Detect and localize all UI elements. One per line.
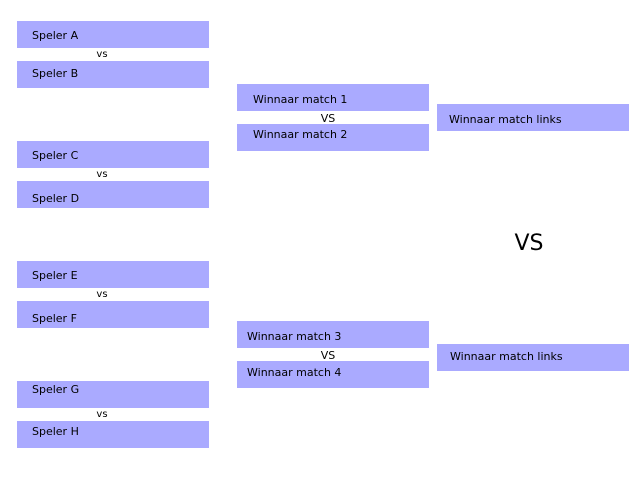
slot-winnaar-match-3: Winnaar match 3 [237,321,429,348]
slot-label: Winnaar match 3 [247,330,342,343]
vs-label-final: VS [514,231,544,256]
slot-label: Speler B [32,67,79,80]
slot-winnaar-match-2: Winnaar match 2 [237,124,429,151]
slot-final-top: Winnaar match links [437,104,629,131]
slot-label: Winnaar match 1 [253,93,348,106]
slot-speler-a: Speler A [17,21,209,48]
slot-speler-e: Speler E [17,261,209,288]
vs-label-match-1: vs [96,49,108,60]
vs-label-match-4: vs [96,409,108,420]
slot-speler-g: Speler G [17,381,209,408]
slot-speler-b: Speler B [17,61,209,88]
slot-label: Winnaar match 2 [253,128,348,141]
slot-final-bottom: Winnaar match links [437,344,629,371]
vs-label-round-2-top: VS [320,112,336,125]
slot-label: Speler H [32,425,79,438]
slot-speler-f: Speler F [17,301,209,328]
slot-winnaar-match-4: Winnaar match 4 [237,361,429,388]
slot-speler-h: Speler H [17,421,209,448]
vs-label-match-2: vs [96,169,108,180]
slot-label: Speler A [32,29,79,42]
vs-label-round-2-bottom: VS [320,349,336,362]
slot-label: Speler D [32,192,80,205]
vs-label-match-3: vs [96,289,108,300]
slot-winnaar-match-1: Winnaar match 1 [237,84,429,111]
slot-label: Winnaar match 4 [247,366,342,379]
slot-label: Speler C [32,149,79,162]
slot-label: Winnaar match links [450,350,563,363]
slot-speler-c: Speler C [17,141,209,168]
slot-label: Speler E [32,269,78,282]
slot-label: Speler F [32,312,77,325]
slot-label: Speler G [32,383,80,396]
slot-speler-d: Speler D [17,181,209,208]
slot-label: Winnaar match links [449,113,562,126]
